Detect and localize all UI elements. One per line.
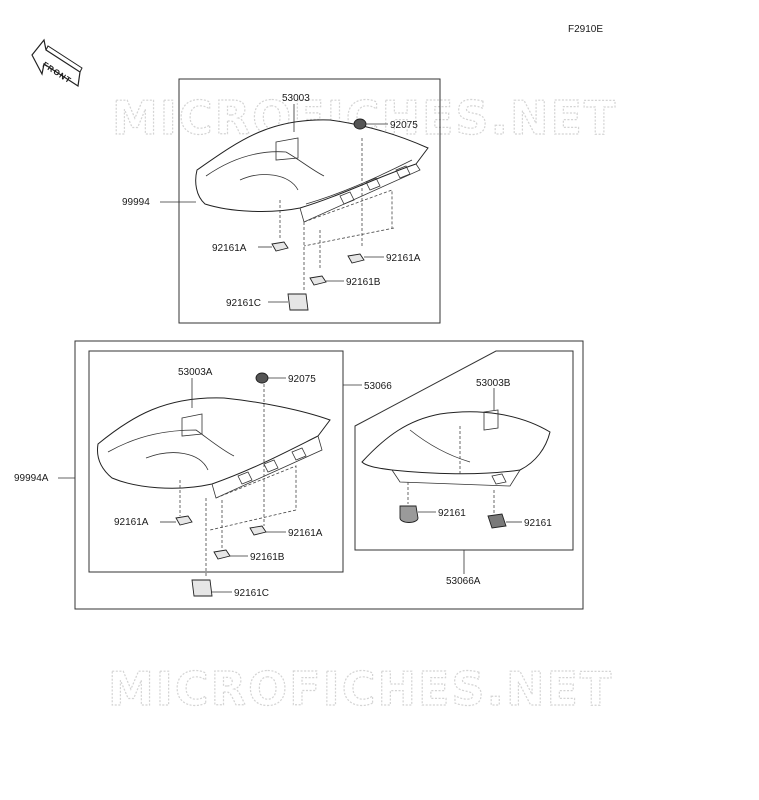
lower-rear-cushion-left-shape — [399, 505, 419, 523]
lower-assembly-group: 53003A 92075 53066 99994A 92161A 92161A … — [14, 340, 584, 610]
upper-assembly-group: 53003 92075 99994 92161A 92161A 92161B 9… — [122, 78, 441, 324]
lower-rear-seat — [361, 409, 551, 487]
lower-cover-label: 53003A — [178, 367, 213, 378]
lower-cushion-a-left-label: 92161A — [114, 517, 149, 528]
lower-assembly-label: 99994A — [14, 473, 49, 484]
lower-cushion-c-label: 92161C — [234, 588, 269, 599]
upper-seat — [195, 119, 429, 223]
figure-code: F2910E — [568, 24, 603, 35]
lower-damper-label: 92075 — [288, 374, 316, 385]
lower-rear-cushion-right-shape — [487, 513, 507, 529]
watermark-bottom: MICROFICHES.NET — [108, 662, 613, 716]
upper-cushion-a-left-label: 92161A — [212, 243, 247, 254]
upper-cushion-a-right-shape — [347, 253, 365, 264]
upper-cushion-b-shape — [309, 275, 327, 286]
lower-front-seat-label: 53066 — [364, 381, 392, 392]
upper-damper-shape — [353, 118, 367, 130]
lower-rear-seat-label: 53066A — [446, 576, 481, 587]
lower-front-seat — [97, 397, 331, 499]
upper-damper-label: 92075 — [390, 120, 418, 131]
front-arrow-icon: FRONT — [31, 38, 83, 88]
upper-assembly-box — [178, 78, 441, 324]
upper-cushion-a-left-shape — [271, 241, 289, 252]
upper-cushion-c-label: 92161C — [226, 298, 261, 309]
lower-cushion-a-left-shape — [175, 515, 193, 526]
lower-cushion-c-shape — [191, 579, 213, 597]
upper-cushion-c-shape — [287, 293, 309, 311]
upper-cushion-a-right-label: 92161A — [386, 253, 421, 264]
upper-cover-label: 53003 — [282, 93, 310, 104]
lower-damper-shape — [255, 372, 269, 384]
upper-assembly-label: 99994 — [122, 197, 150, 208]
lower-cushion-a-right-label: 92161A — [288, 528, 323, 539]
lower-rear-cushion-left-label: 92161 — [438, 508, 466, 519]
upper-cushion-b-label: 92161B — [346, 277, 381, 288]
lower-front-seat-box — [88, 350, 344, 573]
lower-outer-box — [74, 340, 584, 610]
lower-rear-cushion-right-label: 92161 — [524, 518, 552, 529]
lower-rear-seat-box — [354, 350, 574, 551]
lower-cushion-b-shape — [213, 549, 231, 560]
lower-cushion-b-label: 92161B — [250, 552, 285, 563]
lower-rear-cover-label: 53003B — [476, 378, 511, 389]
lower-cushion-a-right-shape — [249, 525, 267, 536]
